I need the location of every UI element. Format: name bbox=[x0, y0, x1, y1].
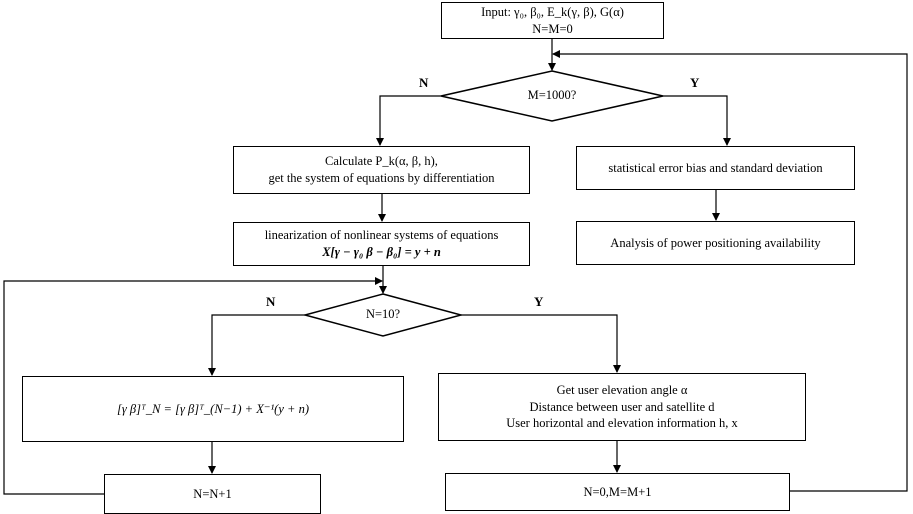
edge-n-yes-to-user-info bbox=[461, 314, 621, 373]
decision-n-yes-label: Y bbox=[534, 294, 544, 309]
linearization-box-line2: X[γ − γ₀ β − β₀] = y + n bbox=[322, 245, 441, 259]
n-increment-box: N=N+1 bbox=[104, 474, 321, 514]
linearization-box-line1: linearization of nonlinear systems of eq… bbox=[264, 228, 499, 243]
calculate-box-line2: get the system of equations by different… bbox=[268, 171, 495, 185]
user-info-box-line3: User horizontal and elevation informatio… bbox=[506, 416, 738, 431]
user-info-box-line1: Get user elevation angle α bbox=[556, 382, 688, 397]
edge-m-yes-to-statistical bbox=[663, 95, 731, 146]
iteration-box-label: [γ β]ᵀ_N = [γ β]ᵀ_(N−1) + X⁻¹(y + n) bbox=[116, 401, 309, 416]
user-info-box: Get user elevation angle α Distance betw… bbox=[438, 373, 806, 441]
calculate-box: Calculate P_k(α, β, h), get the system o… bbox=[233, 146, 530, 194]
decision-m-label: M=1000? bbox=[527, 88, 577, 102]
user-info-box-line2: Distance between user and satellite d bbox=[529, 399, 715, 414]
input-box-line2: N=M=0 bbox=[532, 21, 573, 36]
reset-box-label: N=0,M=M+1 bbox=[583, 484, 652, 499]
analysis-box-label: Analysis of power positioning availabili… bbox=[610, 235, 821, 250]
linearization-box: linearization of nonlinear systems of eq… bbox=[233, 222, 530, 266]
input-box: Input: γ₀, β₀, E_k(γ, β), G(α) N=M=0 bbox=[441, 2, 664, 39]
statistical-box: statistical error bias and standard devi… bbox=[576, 146, 855, 190]
decision-m-diamond bbox=[440, 70, 664, 122]
statistical-box-label: statistical error bias and standard devi… bbox=[608, 160, 823, 175]
n-increment-box-label: N=N+1 bbox=[193, 486, 232, 501]
decision-n-label: N=10? bbox=[365, 307, 401, 321]
decision-n-diamond bbox=[302, 293, 464, 337]
decision-m-yes-label: Y bbox=[690, 75, 700, 90]
edge-reset-loop bbox=[552, 50, 908, 492]
decision-m-no-label: N bbox=[419, 75, 429, 90]
analysis-box: Analysis of power positioning availabili… bbox=[576, 221, 855, 265]
decision-n-no-label: N bbox=[266, 294, 276, 309]
edge-m-no-to-calculate bbox=[376, 95, 441, 146]
edge-n-no-to-iteration bbox=[208, 314, 305, 376]
iteration-box: [γ β]ᵀ_N = [γ β]ᵀ_(N−1) + X⁻¹(y + n) bbox=[22, 376, 404, 442]
input-box-line1: Input: γ₀, β₀, E_k(γ, β), G(α) bbox=[481, 4, 624, 19]
reset-box: N=0,M=M+1 bbox=[445, 473, 790, 511]
calculate-box-line1: Calculate P_k(α, β, h), bbox=[325, 154, 438, 169]
edge-n-increment-loop bbox=[3, 277, 383, 495]
